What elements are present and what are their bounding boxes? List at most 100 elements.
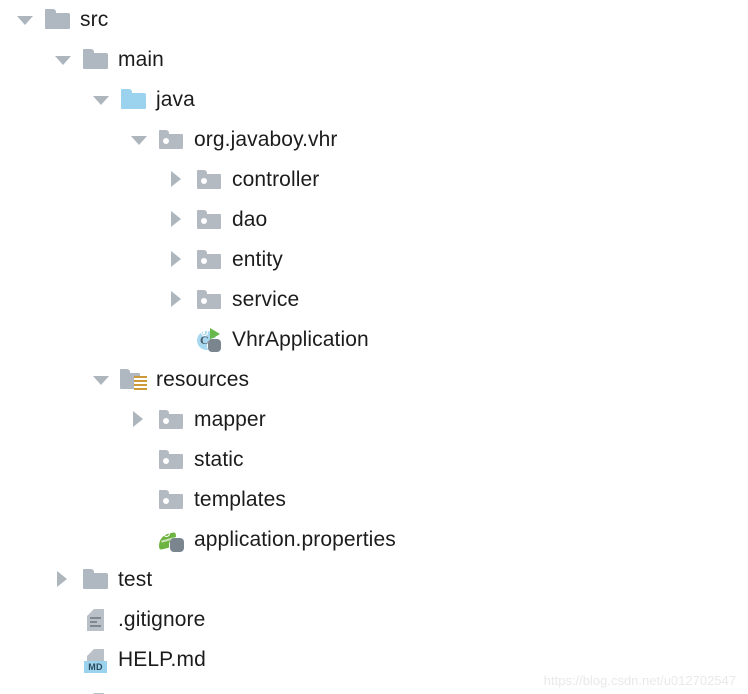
tree-row-label: dao	[232, 208, 268, 231]
tree-row[interactable]: MD HELP.md	[0, 640, 748, 680]
twisty-gap	[188, 160, 196, 200]
twisty-placeholder	[166, 320, 188, 360]
chevron-right-icon[interactable]	[166, 280, 188, 320]
tree-row-label: test	[118, 568, 153, 591]
tree-row[interactable]: main	[0, 40, 748, 80]
twisty-gap	[188, 240, 196, 280]
text-file-icon	[82, 690, 110, 694]
twisty-gap	[74, 600, 82, 640]
indent-spacer	[0, 280, 166, 320]
twisty-gap	[188, 200, 196, 240]
tree-row-label: controller	[232, 168, 320, 191]
source-folder-icon	[120, 86, 148, 114]
tree-row-label: VhrApplication	[232, 328, 369, 351]
package-icon	[158, 486, 186, 514]
folder-icon	[44, 6, 72, 34]
twisty-gap	[150, 120, 158, 160]
indent-spacer	[0, 560, 52, 600]
tree-row[interactable]: mapper	[0, 400, 748, 440]
tree-row[interactable]: src	[0, 0, 748, 40]
indent-spacer	[0, 360, 90, 400]
twisty-gap	[150, 520, 158, 560]
tree-row[interactable]: java	[0, 80, 748, 120]
resources-folder-icon	[120, 366, 148, 394]
tree-row-label: java	[156, 88, 195, 111]
tree-row[interactable]: templates	[0, 480, 748, 520]
indent-spacer	[0, 440, 128, 480]
tree-row-label: HELP.md	[118, 648, 206, 671]
twisty-gap	[74, 640, 82, 680]
twisty-gap	[112, 80, 120, 120]
package-icon	[196, 246, 224, 274]
tree-row[interactable]: application.properties	[0, 520, 748, 560]
tree-row-label: resources	[156, 368, 250, 391]
twisty-gap	[150, 400, 158, 440]
tree-row-label: templates	[194, 488, 286, 511]
indent-spacer	[0, 520, 128, 560]
twisty-gap	[74, 40, 82, 80]
tree-row-label: entity	[232, 248, 283, 271]
package-icon	[158, 126, 186, 154]
spring-boot-properties-icon	[156, 526, 186, 554]
indent-spacer	[0, 240, 166, 280]
twisty-placeholder	[52, 600, 74, 640]
text-file-icon	[82, 606, 110, 634]
twisty-placeholder	[52, 640, 74, 680]
tree-row[interactable]: resources	[0, 360, 748, 400]
twisty-placeholder	[128, 520, 150, 560]
twisty-placeholder	[128, 480, 150, 520]
chevron-down-icon[interactable]	[14, 0, 36, 40]
tree-row-label: static	[194, 448, 244, 471]
chevron-right-icon[interactable]	[166, 240, 188, 280]
indent-spacer	[0, 320, 166, 360]
chevron-down-icon[interactable]	[52, 40, 74, 80]
indent-spacer	[0, 400, 128, 440]
package-icon	[158, 406, 186, 434]
indent-spacer	[0, 684, 52, 694]
tree-row[interactable]: .gitignore	[0, 600, 748, 640]
tree-row[interactable]: dao	[0, 200, 748, 240]
tree-row-label: application.properties	[194, 528, 396, 551]
chevron-right-icon[interactable]	[128, 400, 150, 440]
indent-spacer	[0, 80, 90, 120]
chevron-down-icon[interactable]	[128, 120, 150, 160]
tree-row-label: org.javaboy.vhr	[194, 128, 338, 151]
tree-row-label: service	[232, 288, 300, 311]
chevron-down-icon[interactable]	[90, 360, 112, 400]
package-icon	[196, 206, 224, 234]
tree-row-label: main	[118, 48, 164, 71]
indent-spacer	[0, 40, 52, 80]
indent-spacer	[0, 120, 128, 160]
tree-row[interactable]: controller	[0, 160, 748, 200]
tree-row-label: src	[80, 8, 109, 31]
tree-row[interactable]: static	[0, 440, 748, 480]
twisty-gap	[112, 360, 120, 400]
twisty-placeholder	[128, 440, 150, 480]
java-run-class-icon: C	[196, 326, 224, 354]
tree-row-label: mapper	[194, 408, 266, 431]
folder-icon	[82, 566, 110, 594]
package-icon	[196, 166, 224, 194]
tree-row[interactable]: entity	[0, 240, 748, 280]
markdown-file-icon: MD	[82, 646, 110, 674]
indent-spacer	[0, 640, 52, 680]
chevron-right-icon[interactable]	[52, 560, 74, 600]
tree-row[interactable]: service	[0, 280, 748, 320]
twisty-gap	[150, 480, 158, 520]
tree-row[interactable]: C VhrApplication	[0, 320, 748, 360]
indent-spacer	[0, 480, 128, 520]
package-icon	[158, 446, 186, 474]
twisty-gap	[188, 280, 196, 320]
indent-spacer	[0, 200, 166, 240]
chevron-right-icon[interactable]	[166, 200, 188, 240]
twisty-gap	[74, 560, 82, 600]
chevron-right-icon[interactable]	[166, 160, 188, 200]
tree-row[interactable]: test	[0, 560, 748, 600]
twisty-gap	[188, 320, 196, 360]
tree-row-label: .gitignore	[118, 608, 206, 631]
tree-row[interactable]: org.javaboy.vhr	[0, 120, 748, 160]
twisty-gap	[74, 684, 82, 694]
indent-spacer	[0, 0, 14, 40]
chevron-down-icon[interactable]	[90, 80, 112, 120]
